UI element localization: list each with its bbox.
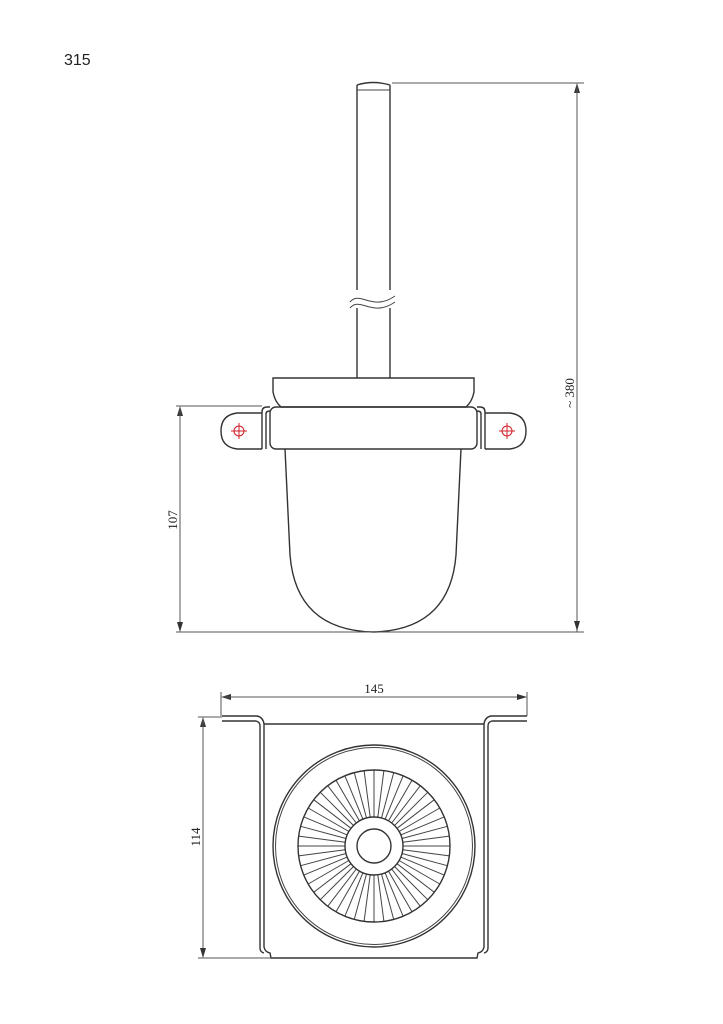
brush-handle xyxy=(349,81,396,378)
front-elevation-view: ~ 380 107 xyxy=(165,81,584,633)
dimension-label-total-height: ~ 380 xyxy=(562,378,577,408)
dimension-label-holder-height: 107 xyxy=(165,510,180,530)
handle-socket xyxy=(356,828,392,864)
top-plan-view: 145 114 xyxy=(188,681,528,959)
model-number: 315 xyxy=(64,52,91,69)
dimension-label-width: 145 xyxy=(364,681,384,696)
lid xyxy=(272,377,475,408)
right-wall-bracket xyxy=(476,406,527,450)
brush-head-bristles xyxy=(298,770,450,922)
left-wall-bracket xyxy=(220,406,271,450)
brush-head-outer xyxy=(297,769,451,923)
brush-hub xyxy=(344,816,404,876)
dimension-depth: 114 xyxy=(188,716,271,959)
ring-band xyxy=(269,406,478,450)
dimension-label-depth: 114 xyxy=(188,827,203,847)
dimension-holder-height: 107 xyxy=(165,405,584,633)
dimension-width: 145 xyxy=(220,681,528,716)
back-plate xyxy=(222,715,527,959)
dimension-total-height: ~ 380 xyxy=(392,82,584,632)
bowl xyxy=(284,448,462,633)
rim-outer xyxy=(272,744,476,948)
